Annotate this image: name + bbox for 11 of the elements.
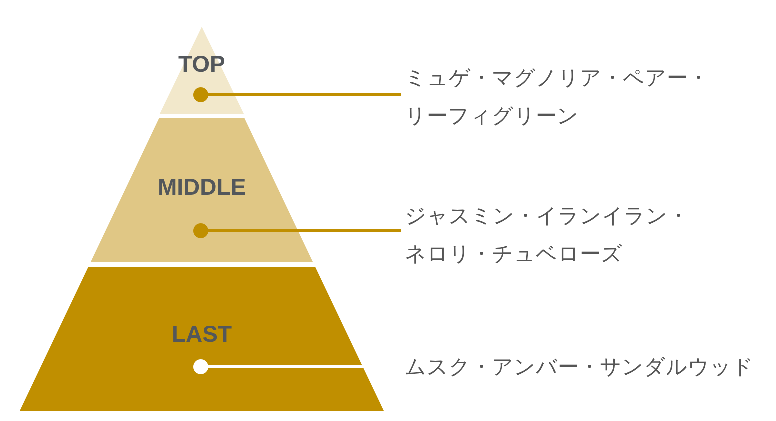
tier-label: LAST	[172, 323, 232, 346]
notes-text: ミュゲ・マグノリア・ペアー・リーフィグリーン	[405, 59, 720, 135]
notes-text: ムスク・アンバー・サンダルウッド	[405, 348, 771, 386]
pyramid-tier	[20, 267, 384, 411]
tier-label: TOP	[178, 53, 226, 76]
notes-text: ジャスミン・イランイラン・ネロリ・チュベローズ	[405, 197, 700, 273]
tier-label: MIDDLE	[158, 176, 246, 199]
leader-line	[194, 88, 401, 102]
leader-line	[194, 224, 401, 238]
pyramid-tier	[160, 27, 244, 114]
pyramid-tier	[91, 118, 313, 262]
